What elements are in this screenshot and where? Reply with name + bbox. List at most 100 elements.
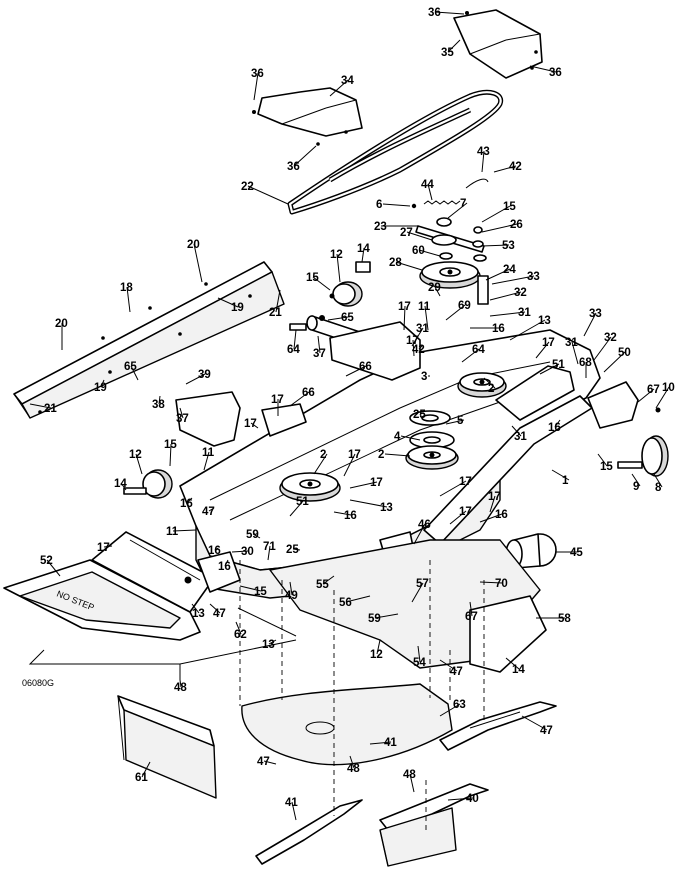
leader-line-51	[539, 363, 560, 375]
leader-line-15	[481, 205, 511, 223]
leader-line-15	[597, 453, 608, 467]
leader-line-64	[293, 329, 297, 350]
callout-50: 50	[618, 347, 631, 359]
leader-line-14	[120, 482, 127, 491]
leader-line-14	[505, 657, 520, 670]
leader-line-17	[103, 545, 113, 548]
idler-pulley-stack	[419, 217, 489, 305]
leader-line-21	[275, 289, 281, 313]
callout-25: 25	[413, 409, 426, 421]
callout-58: 58	[558, 613, 571, 625]
belt-cover-right	[453, 9, 543, 79]
callout-59: 59	[246, 529, 259, 541]
leader-line-18	[126, 286, 131, 313]
callout-39: 39	[198, 369, 211, 381]
callout-48: 48	[347, 763, 360, 775]
leader-line-48	[179, 679, 182, 688]
leader-line-65	[327, 316, 349, 321]
callout-29: 29	[428, 282, 441, 294]
leader-line-12	[336, 253, 341, 283]
leader-line-29	[434, 286, 441, 297]
callout-31: 31	[518, 307, 531, 319]
leader-line-17	[489, 495, 496, 513]
leader-line-21	[29, 403, 52, 409]
leader-line-13	[191, 603, 200, 614]
callout-11: 11	[418, 301, 431, 313]
callout-9: 9	[633, 481, 639, 493]
leader-line-47	[208, 507, 215, 512]
leader-line-52	[46, 559, 61, 577]
callout-51: 51	[552, 359, 565, 371]
callout-55: 55	[316, 579, 329, 591]
leader-line-16	[479, 513, 503, 523]
callout-47: 47	[450, 666, 463, 678]
leader-line-26	[481, 223, 518, 233]
leader-line-9	[631, 473, 641, 487]
leader-line-37	[317, 335, 321, 354]
callout-20: 20	[55, 318, 68, 330]
callout-12: 12	[129, 449, 142, 461]
leader-line-19	[100, 379, 105, 388]
leader-line-31	[511, 425, 522, 437]
callout-30: 30	[241, 546, 254, 558]
leader-line-31	[571, 341, 579, 365]
callout-48: 48	[403, 769, 416, 781]
callout-17: 17	[459, 476, 472, 488]
leader-line-42	[493, 165, 517, 173]
leader-line-27	[406, 231, 433, 241]
leader-line-32	[593, 336, 612, 361]
callout-16: 16	[180, 498, 193, 510]
leader-line-49	[289, 581, 293, 596]
callout-16: 16	[344, 510, 357, 522]
callout-32: 32	[604, 332, 617, 344]
deck-baffle	[13, 261, 285, 419]
gauge-wheel-left	[123, 469, 173, 499]
callout-20: 20	[187, 239, 200, 251]
leader-line-67	[469, 601, 473, 617]
callout-14: 14	[512, 664, 525, 676]
callout-25: 25	[286, 544, 299, 556]
callout-37: 37	[176, 413, 189, 425]
callout-17: 17	[348, 449, 361, 461]
leader-line-20	[193, 243, 203, 283]
callout-66: 66	[359, 361, 372, 373]
callout-31: 31	[565, 337, 578, 349]
leader-line-2	[483, 377, 496, 389]
leader-line-36	[253, 72, 259, 101]
callout-49: 49	[285, 590, 298, 602]
callout-6: 6	[376, 199, 382, 211]
callout-33: 33	[589, 308, 602, 320]
callout-63: 63	[453, 699, 466, 711]
leader-line-59	[374, 613, 399, 619]
leader-line-36	[434, 11, 465, 15]
callout-16: 16	[495, 509, 508, 521]
chute-bracket	[197, 551, 297, 637]
callout-62: 62	[234, 629, 247, 641]
callout-34: 34	[341, 75, 354, 87]
callout-11: 11	[166, 526, 179, 538]
callout-53: 53	[502, 240, 515, 252]
leader-line-24	[485, 268, 511, 281]
callout-31: 31	[514, 431, 527, 443]
deck-rear-skirt	[269, 539, 547, 673]
leader-line-17	[439, 480, 467, 497]
callout-12: 12	[370, 649, 383, 661]
leader-line-43	[481, 150, 485, 173]
callout-56: 56	[339, 597, 352, 609]
callout-17: 17	[97, 542, 110, 554]
callout-15: 15	[503, 201, 516, 213]
callout-36: 36	[287, 161, 300, 173]
mower-blade-lower	[255, 799, 363, 865]
leader-line-5	[445, 419, 465, 425]
leader-line-36	[293, 145, 317, 167]
callout-17: 17	[406, 335, 419, 347]
deck-bottom-plate	[241, 683, 453, 766]
callout-15: 15	[164, 439, 177, 451]
callout-13: 13	[192, 608, 205, 620]
callout-15: 15	[254, 586, 267, 598]
leader-line-30	[231, 550, 249, 553]
leader-line-33	[491, 275, 535, 285]
callout-17: 17	[542, 337, 555, 349]
